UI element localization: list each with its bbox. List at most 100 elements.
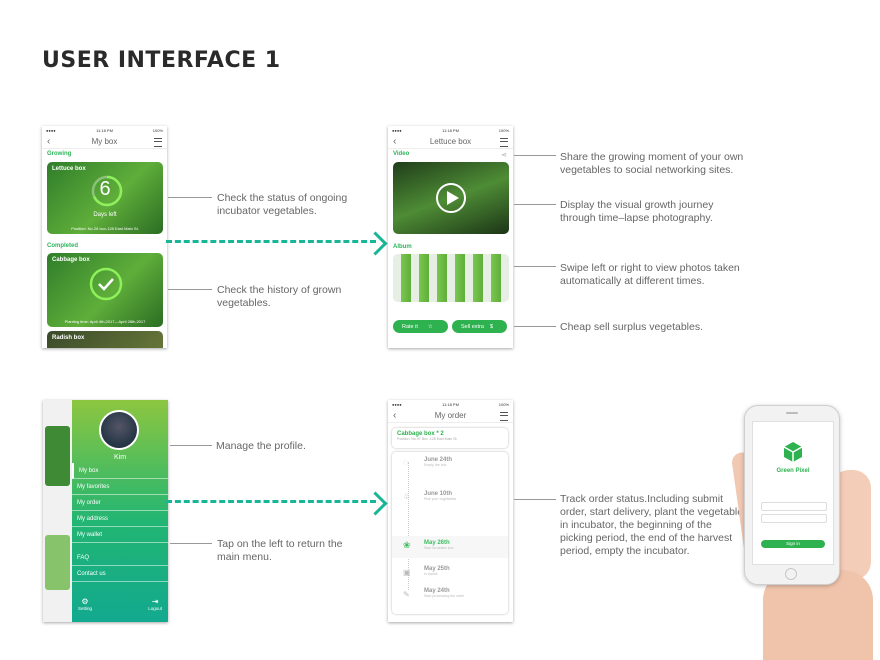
progress-ring-icon: [91, 175, 123, 207]
cabbage-planting: Planting time: April 4th,2017—April 28th…: [64, 319, 146, 324]
cabbage-card[interactable]: Cabbage box Planting time: April 4th,201…: [47, 253, 163, 327]
page-title: USER INTERFACE 1: [42, 48, 281, 73]
annotation-share: Share the growing moment of your own veg…: [560, 151, 744, 176]
cabbage-title: Cabbage box: [52, 257, 90, 263]
logout-button[interactable]: ⇥Logout: [148, 597, 162, 611]
step-order-icon: ✎: [403, 590, 410, 599]
connector: [170, 543, 212, 544]
radish-card[interactable]: Radish box: [47, 331, 163, 348]
step-empty-icon: ◌: [403, 458, 408, 467]
home-button[interactable]: [785, 568, 797, 580]
signin-button[interactable]: Sign in: [761, 540, 825, 548]
annotation-check-history: Check the history of grown vegetables.: [217, 284, 342, 309]
radish-title: Radish box: [52, 335, 85, 341]
connector: [514, 266, 556, 267]
rate-button[interactable]: Rate it☆: [393, 320, 448, 333]
lettuce-card[interactable]: Lettuce box 6 Days left Position: No.26 …: [47, 162, 163, 234]
step-truck-icon: ▣: [403, 568, 411, 577]
menu-item-my-favorites[interactable]: My favorites: [72, 479, 168, 495]
album-strip[interactable]: [393, 254, 509, 302]
menu-item-my-wallet[interactable]: My wallet: [72, 527, 168, 543]
annotation-swipe: Swipe left or right to view photos taken…: [560, 262, 740, 287]
step-plant-icon: ❀: [403, 540, 411, 550]
order-position: Position: No.97 Box -128 East Main St.: [397, 437, 458, 441]
connector: [514, 204, 556, 205]
lettuce-position: Position: No.26 box-128 East Main St.: [71, 226, 139, 231]
screen-side-menu: Kim My box My favorites My order My addr…: [43, 400, 168, 622]
nav-bar: ‹ My order: [388, 409, 513, 423]
connector: [514, 326, 556, 327]
setting-button[interactable]: ⚙Setting: [78, 597, 93, 611]
star-icon: ☆: [427, 323, 433, 330]
username-field[interactable]: [761, 502, 827, 511]
step-pick-icon: ♧: [403, 492, 411, 501]
menu-icon[interactable]: [154, 138, 162, 147]
annotation-sell: Cheap sell surplus vegetables.: [560, 321, 704, 333]
nav-bar: ‹ Lettuce box: [388, 135, 513, 149]
behind-content[interactable]: [43, 400, 72, 622]
flow-arrow-head: [363, 231, 388, 256]
nav-bar: ‹ My box: [42, 135, 167, 149]
avatar[interactable]: [99, 410, 139, 450]
user-name: Kim: [113, 454, 127, 461]
flow-arrow-line: [166, 500, 376, 503]
nav-title: My box: [91, 137, 118, 146]
play-icon[interactable]: [435, 182, 467, 214]
connector: [514, 499, 556, 500]
login-screen: Green Pixel Sign in: [752, 421, 834, 565]
menu-icon[interactable]: [500, 138, 508, 147]
cube-logo-icon: [783, 442, 803, 462]
menu-item-my-address[interactable]: My address: [72, 511, 168, 527]
coin-icon: $: [489, 323, 493, 330]
menu-drawer: Kim My box My favorites My order My addr…: [72, 400, 168, 622]
completed-label: Completed: [47, 243, 79, 249]
days-number: 6: [99, 178, 111, 200]
lettuce-title: Lettuce box: [52, 166, 86, 172]
check-circle-icon: [89, 267, 123, 301]
back-icon[interactable]: ‹: [393, 136, 397, 147]
nav-title: Lettuce box: [429, 137, 472, 146]
green-pixel-phone: Green Pixel Sign in: [744, 405, 840, 585]
growing-label: Growing: [47, 151, 72, 157]
sell-extra-button[interactable]: Sell extra$: [452, 320, 507, 333]
step-current-row[interactable]: [392, 536, 508, 558]
menu-item-my-order[interactable]: My order: [72, 495, 168, 511]
back-icon[interactable]: ‹: [47, 136, 51, 147]
brand-name: Green Pixel: [776, 468, 810, 474]
connector: [168, 197, 212, 198]
order-title: Cabbage box * 2: [397, 431, 444, 437]
connector: [514, 155, 556, 156]
order-card[interactable]: Cabbage box * 2 Position: No.97 Box -128…: [392, 428, 508, 448]
back-icon[interactable]: ‹: [393, 410, 397, 421]
menu-item-faq[interactable]: FAQ: [72, 550, 168, 566]
annotation-check-status: Check the status of ongoing incubator ve…: [217, 192, 348, 217]
annotation-display: Display the visual growth journey throug…: [560, 199, 714, 224]
connector: [168, 289, 212, 290]
album-label: Album: [393, 244, 412, 250]
share-icon[interactable]: ⋖: [501, 152, 507, 159]
video-player[interactable]: [393, 162, 509, 234]
menu-icon[interactable]: [500, 412, 508, 421]
annotation-profile: Manage the profile.: [216, 440, 306, 452]
connector: [170, 445, 212, 446]
password-field[interactable]: [761, 514, 827, 523]
logout-icon: ⇥: [151, 597, 159, 606]
menu-item-my-box[interactable]: My box: [72, 463, 168, 479]
annotation-tap: Tap on the left to return the main menu.: [217, 538, 343, 563]
flow-arrow-line: [166, 240, 376, 243]
menu-item-contact[interactable]: Contact us: [72, 566, 168, 582]
annotation-track: Track order status.Including submit orde…: [560, 493, 744, 557]
days-label: Days left: [93, 212, 117, 218]
